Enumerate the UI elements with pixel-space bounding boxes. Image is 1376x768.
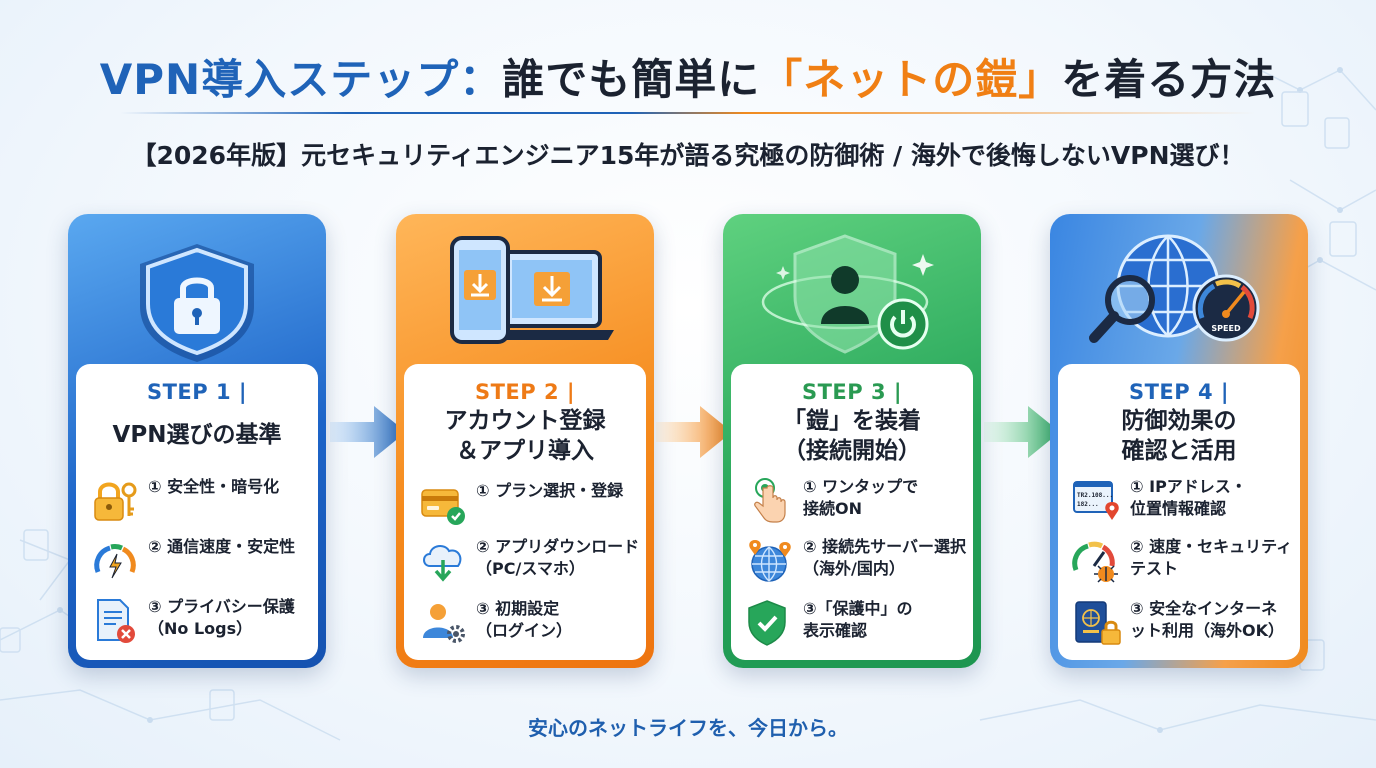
step-2-item-2: ② アプリダウンロード （PC/スマホ） [418,536,640,590]
ip-text-line: TR2.108... [1077,492,1113,499]
step-4-item-3: ③ 安全なインターネ ット利用（海外OK） [1072,598,1294,652]
item-line: ① ワンタップで [803,477,919,496]
document-x-icon [97,599,135,643]
speed-gauge-label: SPEED [1211,324,1241,333]
item-line: ③ 初期設定 [476,599,560,618]
step-2-body: STEP 2 | アカウント登録 ＆アプリ導入 ① プラン選択・登録 [404,364,646,660]
item-line: テスト [1130,559,1179,578]
credit-card-icon [421,489,465,525]
arrow-right-icon [656,406,732,458]
step-4-title-line: 防御効果の [1121,408,1237,434]
item-line: （海外/国内） [803,559,905,578]
step-1-item-1: ① 安全性・暗号化 [90,476,312,530]
step-3-card: STEP 3 | 「鎧」を装着 （接続開始） ① ワンタップで 接続ON [723,214,981,668]
item-line: ② 通信速度・安定性 [148,537,296,556]
step-1-item-1-text: ① 安全性・暗号化 [148,476,312,498]
step-1-item-2: ② 通信速度・安定性 [90,536,312,590]
step-4-title: 防御効果の 確認と活用 [1064,406,1294,466]
step-1-card: STEP 1 | VPN選びの基準 ① 安全性・暗号化 [68,214,326,668]
step-4-title-line: 確認と活用 [1121,438,1237,464]
step-3-label: STEP 3 | [801,380,903,404]
page-title: VPN導入ステップ：誰でも簡単に「ネットの鎧」を着る方法 [0,52,1376,108]
item-line: 接続ON [803,499,862,518]
cloud-download-icon [423,545,462,582]
step-4-item-1: TR2.108... 182... ① IPアドレス・ 位置情報確認 [1072,476,1294,530]
step-4-item-1-text: ① IPアドレス・ 位置情報確認 [1130,476,1294,520]
item-line: （ログイン） [476,621,573,640]
step-3-item-2-text: ② 接続先サーバー選択 （海外/国内） [803,536,967,580]
shield-check-icon [748,600,786,646]
step-1-label: STEP 1 | [146,380,248,404]
step-2-item-1-text: ① プラン選択・登録 [476,480,640,502]
arrow-right-icon [330,406,406,458]
item-line: 表示確認 [803,621,868,640]
globe-magnifier-speed-icon: SPEED [1089,234,1260,343]
item-line: ② 接続先サーバー選択 [803,537,966,556]
step-2-label: STEP 2 | [474,380,576,404]
step-3-item-3: ③「保護中」の 表示確認 [745,598,967,652]
step-1-item-2-text: ② 通信速度・安定性 [148,536,312,558]
item-line: （PC/スマホ） [476,559,585,578]
step-2-item-3-text: ③ 初期設定 （ログイン） [476,598,640,642]
globe-pin-icon [749,540,791,582]
step-2-card: STEP 2 | アカウント登録 ＆アプリ導入 ① プラン選択・登録 [396,214,654,668]
phone-laptop-download-icon [450,236,614,344]
lock-key-icon [94,482,137,521]
step-4-body: STEP 4 | 防御効果の 確認と活用 TR2.108... 182... ①… [1058,364,1300,660]
step-3-item-2: ② 接続先サーバー選択 （海外/国内） [745,536,967,590]
ip-text-line: 182... [1077,501,1099,508]
item-line: ② アプリダウンロード [476,537,640,556]
page-subtitle: 【2026年版】元セキュリティエンジニア15年が語る究極の防御術 / 海外で後悔… [131,141,1245,170]
step-4-item-2-text: ② 速度・セキュリティ テスト [1130,536,1294,580]
item-line: ット利用（海外OK） [1130,621,1285,640]
step-2-title-line: ＆アプリ導入 [456,438,594,464]
step-4-item-2: ② 速度・セキュリティ テスト [1072,536,1294,590]
item-line: ③「保護中」の [803,599,913,618]
step-1-item-3-text: ③ プライバシー保護 （No Logs） [148,596,312,640]
step-2-title: アカウント登録 ＆アプリ導入 [410,406,640,466]
title-part-2: 誰でも簡単に [502,55,761,104]
step-3-title-line: 「鎧」を装着 [783,408,921,434]
step-2-item-1: ① プラン選択・登録 [418,480,640,534]
step-3-item-3-text: ③「保護中」の 表示確認 [803,598,967,642]
step-1-body: STEP 1 | VPN選びの基準 ① 安全性・暗号化 [76,364,318,660]
item-line: ③ 安全なインターネ [1130,599,1278,618]
speed-gauge-icon [94,544,136,579]
item-line: ① 安全性・暗号化 [148,477,280,496]
user-shield-power-icon [761,234,934,354]
step-2-title-line: アカウント登録 [444,408,606,434]
item-line: ② 速度・セキュリティ [1130,537,1293,556]
speed-bug-icon [1072,541,1118,583]
step-4-item-3-text: ③ 安全なインターネ ット利用（海外OK） [1130,598,1294,642]
shield-lock-icon [140,244,254,362]
step-2-item-2-text: ② アプリダウンロード （PC/スマホ） [476,536,640,580]
ip-location-icon: TR2.108... 182... [1073,481,1119,520]
step-1-title-line: VPN選びの基準 [112,422,282,448]
step-2-item-3: ③ 初期設定 （ログイン） [418,598,640,652]
item-line: ① IPアドレス・ [1130,477,1247,496]
title-underline [120,112,1256,114]
item-line: ① プラン選択・登録 [476,481,624,500]
step-4-card: SPEED STEP 4 | 防御効果の 確認と活用 TR2.108... 18… [1050,214,1308,668]
item-line: ③ プライバシー保護 [148,597,295,616]
step-1-title: VPN選びの基準 [82,420,312,450]
title-part-3: 「ネットの鎧」 [760,55,1062,104]
user-gear-icon [423,604,465,643]
step-3-title-line: （接続開始） [783,438,921,464]
title-part-1: VPN導入ステップ： [99,55,503,104]
title-part-4: を着る方法 [1061,55,1277,104]
item-line: 位置情報確認 [1130,499,1227,518]
tap-finger-icon [754,478,786,523]
step-3-body: STEP 3 | 「鎧」を装着 （接続開始） ① ワンタップで 接続ON [731,364,973,660]
footer-tagline: 安心のネットライフを、今日から。 [528,716,848,740]
step-4-label: STEP 4 | [1128,380,1230,404]
step-1-item-3: ③ プライバシー保護 （No Logs） [90,596,312,650]
step-3-item-1-text: ① ワンタップで 接続ON [803,476,967,520]
step-3-item-1: ① ワンタップで 接続ON [745,476,967,530]
item-line: （No Logs） [148,619,253,638]
arrow-right-icon [984,406,1060,458]
step-3-title: 「鎧」を装着 （接続開始） [737,406,967,466]
passport-lock-icon [1075,601,1121,645]
